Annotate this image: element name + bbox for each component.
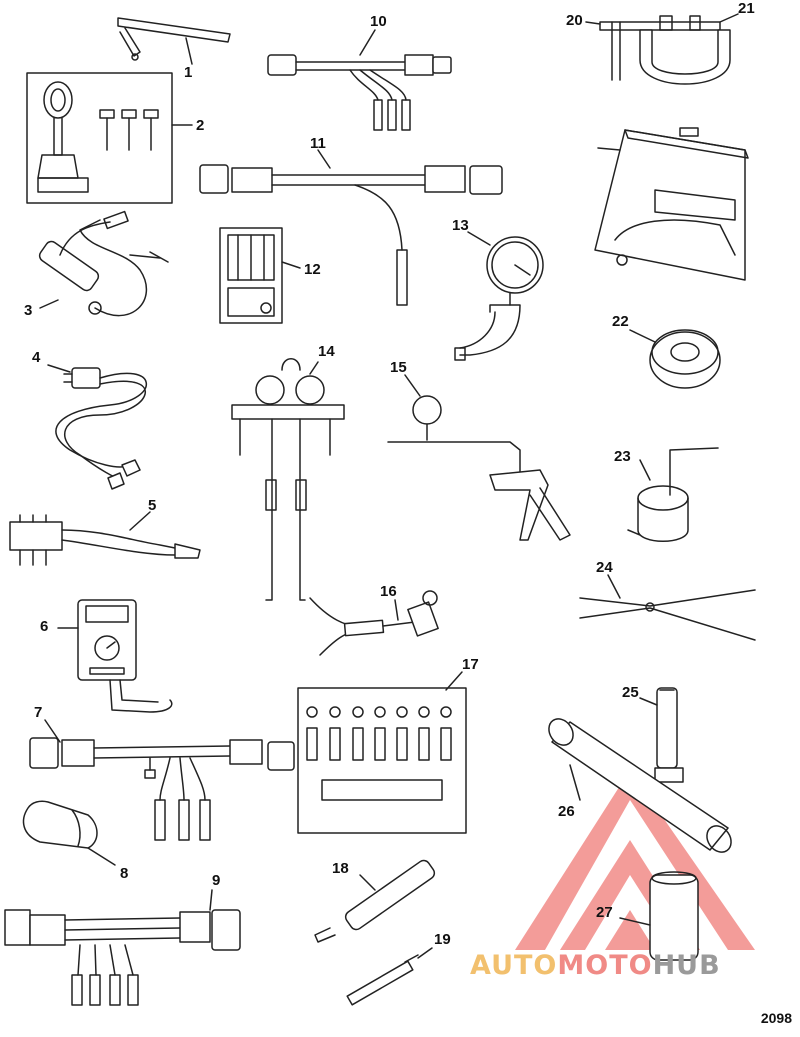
tool-9-harness (4, 889, 241, 1006)
callout-26: 26 (558, 803, 575, 820)
tool-23-strap-wrench (627, 447, 719, 542)
figure-number: 2098 (760, 1010, 792, 1026)
tool-22-filter-wrench (629, 329, 721, 389)
tool-case-kit (594, 127, 749, 281)
watermark-moto: MOTO (557, 950, 653, 981)
tool-24-pliers (579, 574, 756, 641)
callout-14: 14 (318, 343, 335, 360)
callout-4: 4 (32, 349, 41, 366)
callout-1: 1 (184, 64, 193, 81)
callout-9: 9 (212, 872, 221, 889)
watermark-auto: AUTO (470, 950, 558, 981)
tool-16-cable-adapter (309, 590, 439, 656)
callout-17: 17 (462, 656, 479, 673)
tool-12-tester-kit (219, 227, 301, 324)
callout-2: 2 (196, 117, 205, 134)
watermark-hub: HUB (652, 950, 721, 981)
tool-26-installation-tube (548, 718, 732, 853)
callout-22: 22 (612, 313, 629, 330)
callout-23: 23 (614, 448, 631, 465)
callout-15: 15 (390, 359, 407, 376)
tool-4-test-lead-adapter (47, 364, 148, 490)
callout-20: 20 (566, 12, 583, 29)
callout-11: 11 (310, 135, 326, 152)
callout-5: 5 (148, 497, 157, 514)
callout-13: 13 (452, 217, 469, 234)
callout-19: 19 (434, 931, 451, 948)
callout-12: 12 (304, 261, 321, 278)
callout-7: 7 (34, 704, 43, 721)
callout-6: 6 (40, 618, 49, 635)
tool-27-sleeve (619, 871, 699, 961)
tool-8-cone-sleeve (22, 800, 116, 866)
tool-18-driver-rod (314, 859, 436, 943)
tool-11-harness (199, 149, 503, 306)
tool-20-21-c-clamp (585, 13, 739, 85)
tool-3-inductive-pickup (38, 210, 169, 317)
tool-5-terminal-harness (9, 511, 201, 566)
tool-2-lifting-eye-kit (26, 72, 193, 204)
callout-18: 18 (332, 860, 349, 877)
tool-14-manifold-gauges (231, 358, 345, 601)
tool-17-torx-bit-set (297, 671, 467, 834)
callout-8: 8 (120, 865, 129, 882)
tool-13-pressure-gauge (454, 231, 544, 361)
callout-25: 25 (622, 684, 639, 701)
tool-10-harness (267, 29, 452, 131)
callout-27: 27 (596, 904, 613, 921)
tool-15-vacuum-pump (387, 374, 571, 541)
callout-3: 3 (24, 302, 33, 319)
tool-25-bolt (639, 687, 684, 783)
tool-6-multimeter (57, 599, 173, 713)
callout-10: 10 (370, 13, 387, 30)
tool-19-pin-tool (346, 947, 433, 1006)
callout-21: 21 (738, 0, 755, 17)
callout-24: 24 (596, 559, 613, 576)
tool-7-wiring-harness (29, 719, 295, 841)
tool-1-t-handle (117, 17, 231, 65)
callout-16: 16 (380, 583, 397, 600)
watermark-text: AUTOMOTOHUB (470, 950, 800, 981)
